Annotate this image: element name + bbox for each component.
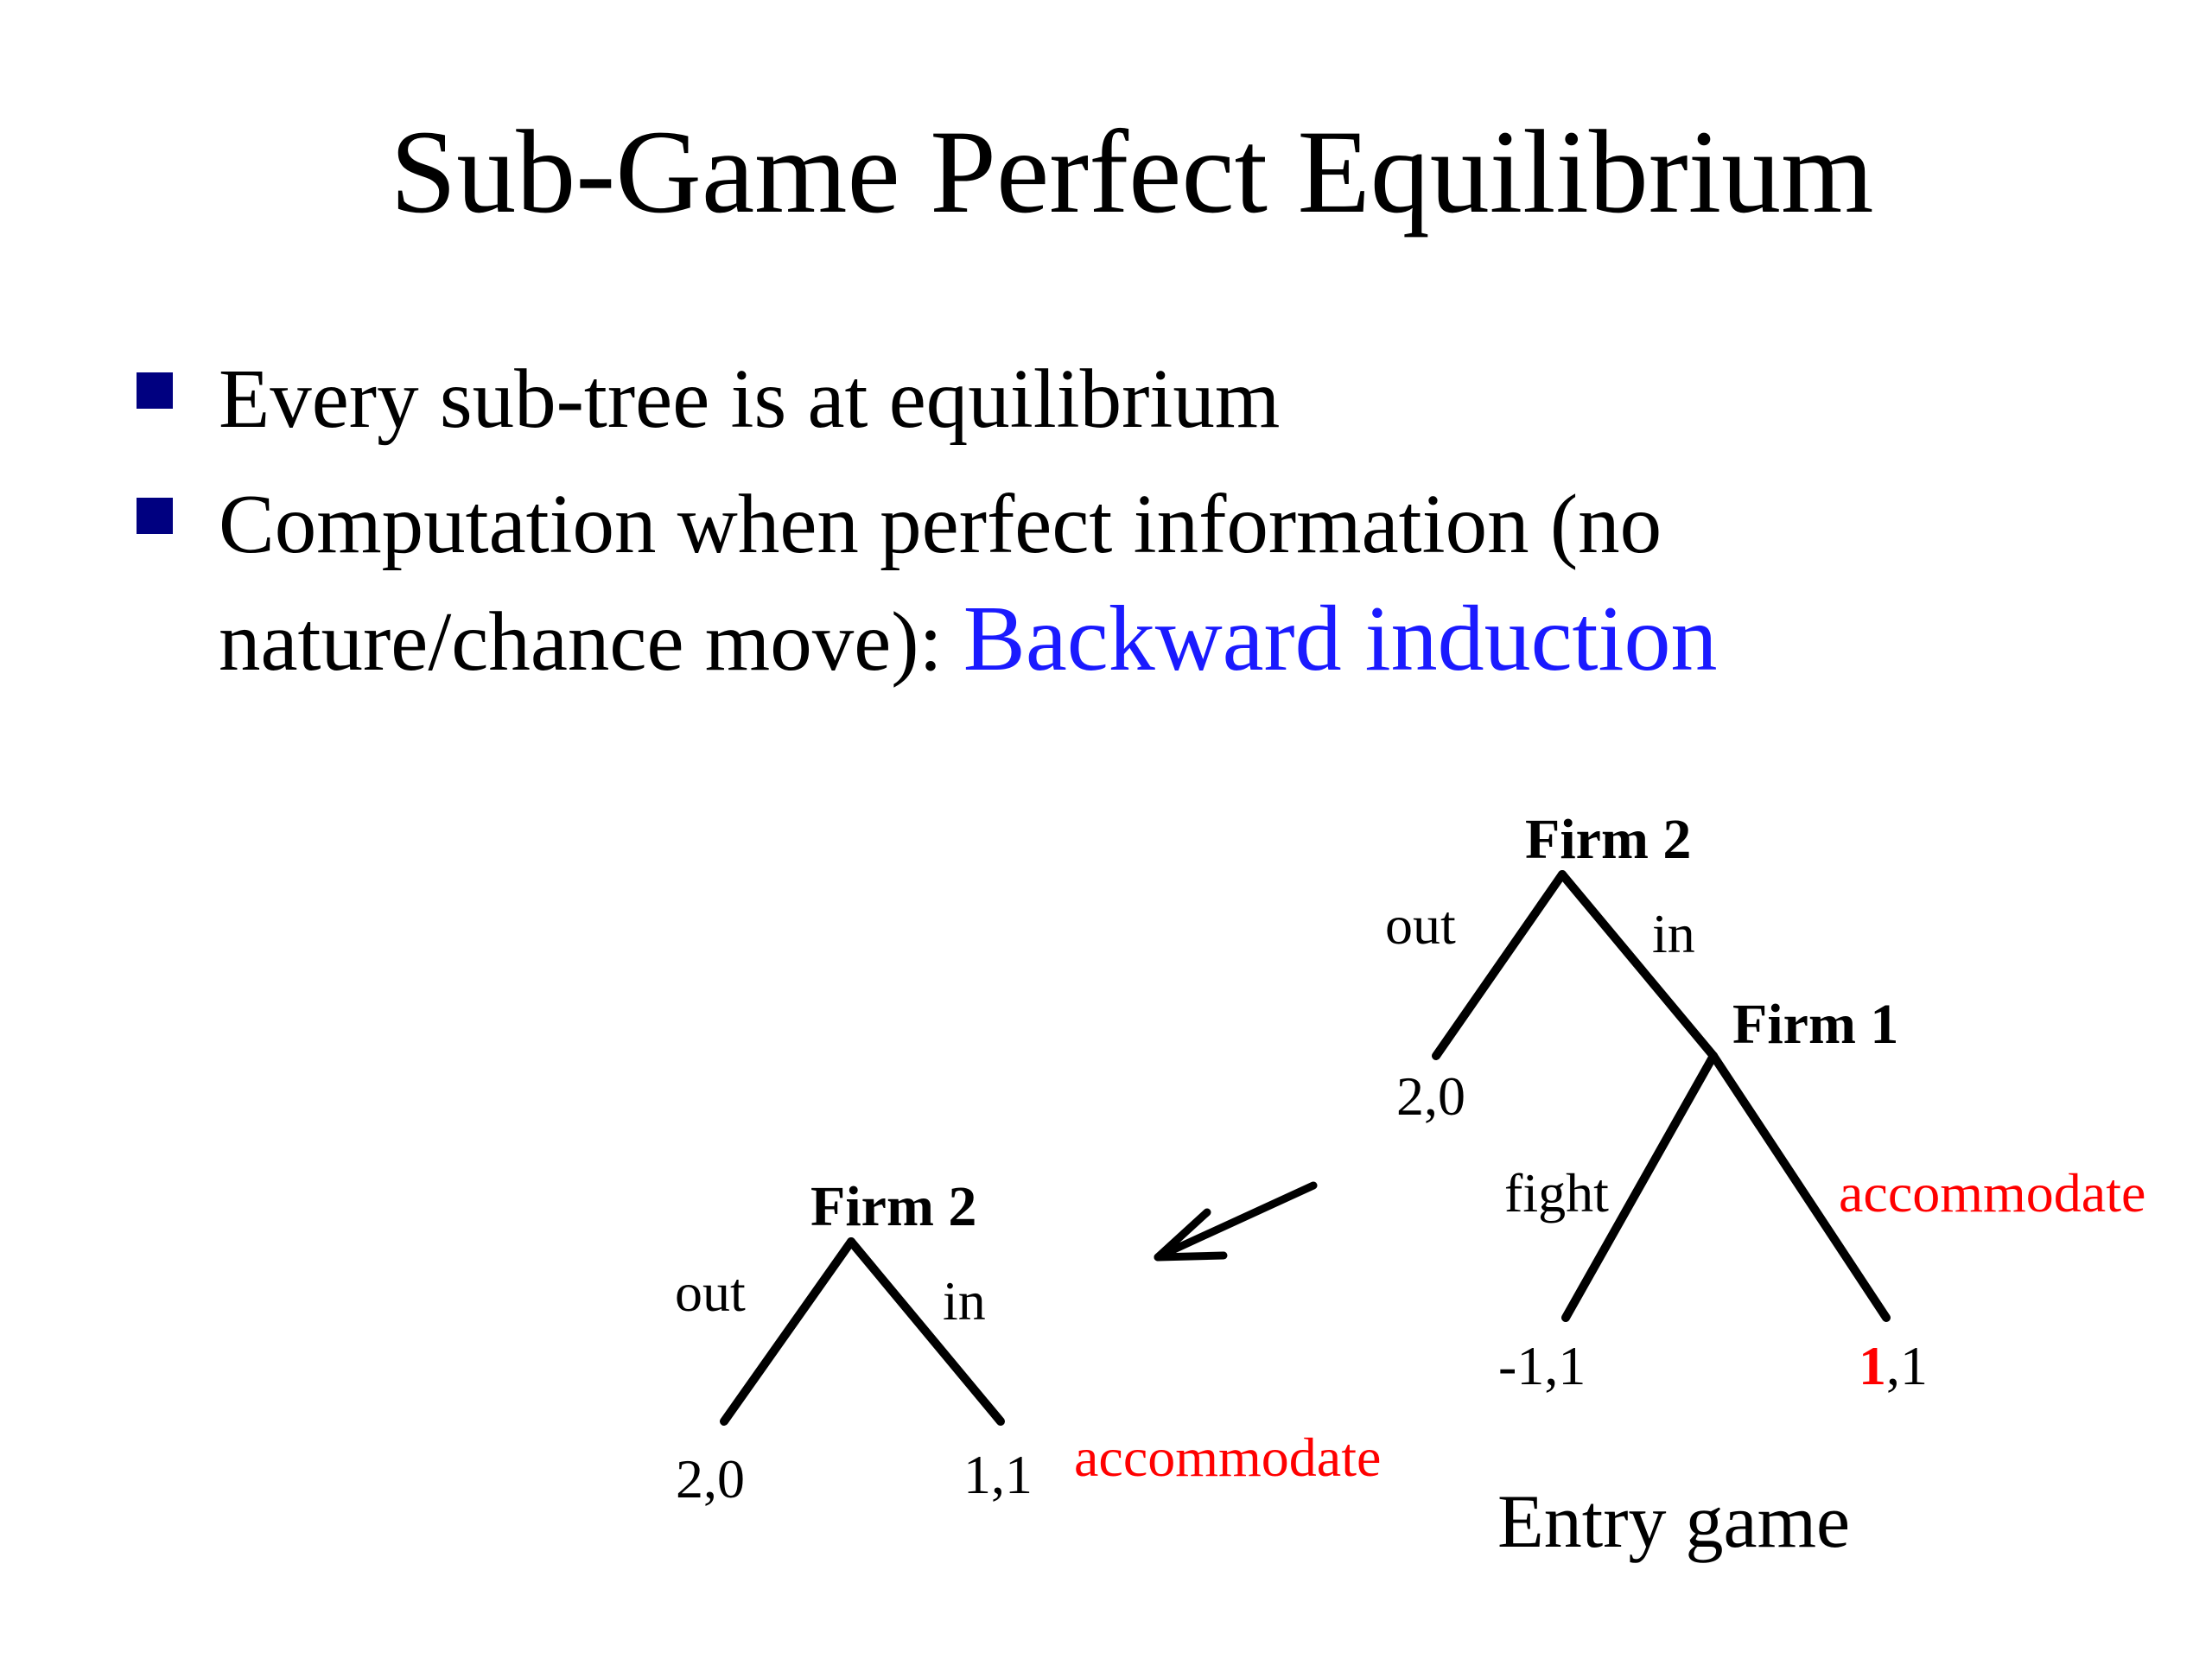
edge-fight — [1561, 1052, 1718, 1322]
bullet-text: Computation when perfect information (no… — [219, 478, 1662, 688]
edge-out — [720, 1237, 855, 1426]
edge-accommodate — [1709, 1052, 1891, 1322]
payoff-fight: -1,1 — [1498, 1335, 1586, 1396]
root-node-label: Firm 2 — [810, 1175, 976, 1238]
edge-in-label: in — [943, 1270, 986, 1332]
bullet-item: Computation when perfect information (no… — [137, 467, 2124, 699]
bullet-text: Every sub-tree is at equilibrium — [219, 353, 1281, 445]
edge-out-label: out — [675, 1262, 746, 1323]
payoff-out: 2,0 — [676, 1448, 745, 1510]
accommodate-annotation: accommodate — [1074, 1427, 1381, 1488]
edge-out-label: out — [1385, 894, 1456, 956]
edge-accommodate-label: accommodate — [1839, 1162, 2145, 1224]
reduced-game-tree: Firm 2 out in 2,0 1,1 accommodate — [675, 1175, 1381, 1510]
firm1-node-label: Firm 1 — [1732, 993, 1898, 1056]
bullet-item: Every sub-tree is at equilibrium — [137, 341, 2124, 456]
full-game-tree: Firm 2 out in Firm 1 2,0 fight accommoda… — [1385, 808, 2145, 1396]
edge-out — [1432, 870, 1567, 1060]
bullet-list: Every sub-tree is at equilibrium Computa… — [137, 341, 2124, 709]
payoff-accommodate-rest: ,1 — [1886, 1335, 1928, 1396]
payoff-in: 1,1 — [963, 1444, 1033, 1505]
payoff-out: 2,0 — [1396, 1065, 1465, 1127]
edge-in — [847, 1237, 1005, 1426]
edge-in — [1558, 870, 1718, 1060]
square-bullet-icon — [137, 498, 173, 534]
backward-induction-highlight: Backward induction — [963, 588, 1718, 690]
payoff-accommodate-first: 1 — [1859, 1335, 1886, 1396]
slide-title: Sub-Game Perfect Equilibrium — [390, 105, 1874, 238]
root-node-label: Firm 2 — [1525, 808, 1691, 871]
edge-in-label: in — [1652, 903, 1695, 964]
diagram-caption: Entry game — [1497, 1480, 1850, 1564]
reduction-arrow-icon — [1154, 1181, 1318, 1262]
edge-fight-label: fight — [1504, 1162, 1609, 1224]
payoff-accommodate: 1,1 — [1859, 1335, 1928, 1396]
square-bullet-icon — [137, 372, 173, 409]
